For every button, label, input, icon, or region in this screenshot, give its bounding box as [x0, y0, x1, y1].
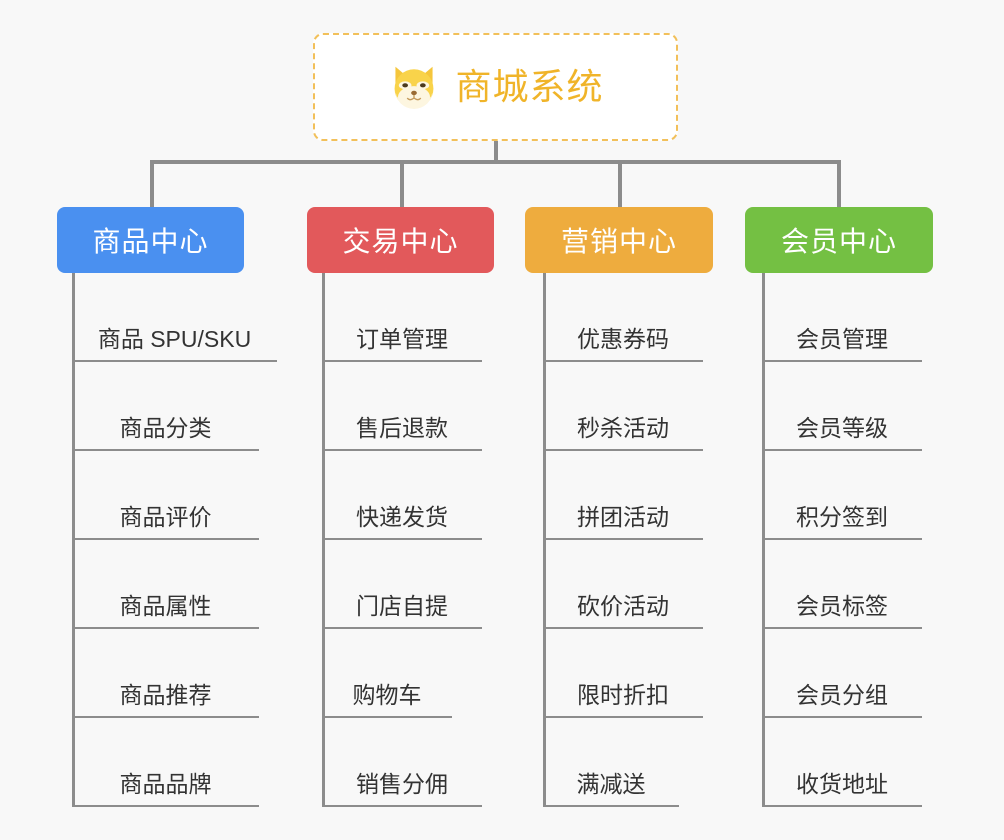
- leaf-label: 会员分组: [796, 682, 888, 709]
- connector-horizontal-bus: [150, 160, 840, 164]
- leaf-label: 商品属性: [119, 593, 212, 620]
- category-box-商品中心[interactable]: 商品中心: [57, 207, 244, 273]
- leaf-label: 优惠券码: [577, 326, 669, 353]
- leaf-label: 商品评价: [119, 504, 212, 531]
- leaf-label: 秒杀活动: [577, 415, 669, 442]
- leaf-item[interactable]: 优惠券码: [543, 273, 703, 362]
- leaf-label: 销售分佣: [356, 771, 448, 798]
- leaf-label: 商品 SPU/SKU: [97, 326, 252, 353]
- leaf-item[interactable]: 砍价活动: [543, 540, 703, 629]
- leaf-label: 购物车: [352, 682, 422, 709]
- leaf-item[interactable]: 商品品牌: [72, 718, 259, 807]
- leaf-item[interactable]: 拼团活动: [543, 451, 703, 540]
- leaf-label: 会员等级: [796, 415, 888, 442]
- root-node[interactable]: 商城系统: [313, 33, 678, 141]
- category-label: 商品中心: [92, 226, 209, 257]
- category-label: 会员中心: [780, 226, 897, 257]
- leaf-label: 快递发货: [356, 504, 448, 531]
- leaf-item[interactable]: 会员等级: [762, 362, 922, 451]
- connector-drop-3: [618, 160, 622, 207]
- leaf-item[interactable]: 秒杀活动: [543, 362, 703, 451]
- leaf-item[interactable]: 销售分佣: [322, 718, 482, 807]
- leaf-label: 商品分类: [119, 415, 212, 442]
- leaf-item[interactable]: 售后退款: [322, 362, 482, 451]
- leaf-label: 商品推荐: [119, 682, 212, 709]
- leaf-label: 门店自提: [356, 593, 448, 620]
- leaf-item[interactable]: 商品 SPU/SKU: [72, 273, 277, 362]
- leaf-item[interactable]: 商品推荐: [72, 629, 259, 718]
- leaf-item[interactable]: 快递发货: [322, 451, 482, 540]
- leaf-label: 限时折扣: [577, 682, 669, 709]
- connector-drop-2: [400, 160, 404, 207]
- connector-root-stem: [494, 141, 498, 162]
- leaf-item[interactable]: 会员管理: [762, 273, 922, 362]
- leaf-label: 订单管理: [356, 326, 448, 353]
- leaf-spine: [762, 273, 765, 807]
- leaf-label: 满减送: [576, 771, 646, 798]
- leaf-item[interactable]: 门店自提: [322, 540, 482, 629]
- leaf-item[interactable]: 购物车: [322, 629, 452, 718]
- leaf-item[interactable]: 满减送: [543, 718, 679, 807]
- root-title: 商城系统: [455, 66, 604, 107]
- leaf-label: 积分签到: [796, 504, 888, 531]
- connector-drop-1: [150, 160, 154, 207]
- leaf-label: 售后退款: [356, 415, 448, 442]
- leaf-label: 会员管理: [796, 326, 888, 353]
- leaf-item[interactable]: 会员标签: [762, 540, 922, 629]
- leaf-item[interactable]: 商品分类: [72, 362, 259, 451]
- leaf-item[interactable]: 商品属性: [72, 540, 259, 629]
- leaf-label: 会员标签: [796, 593, 888, 620]
- leaf-spine: [543, 273, 546, 807]
- category-label: 营销中心: [560, 226, 677, 257]
- category-label: 交易中心: [342, 226, 459, 257]
- leaf-spine: [72, 273, 75, 807]
- leaf-item[interactable]: 限时折扣: [543, 629, 703, 718]
- leaf-label: 商品品牌: [119, 771, 212, 798]
- category-box-会员中心[interactable]: 会员中心: [745, 207, 933, 273]
- leaf-item[interactable]: 会员分组: [762, 629, 922, 718]
- connector-drop-4: [837, 160, 841, 207]
- leaf-label: 拼团活动: [577, 504, 669, 531]
- shiba-dog-icon: [395, 66, 434, 109]
- leaf-item[interactable]: 订单管理: [322, 273, 482, 362]
- leaf-item[interactable]: 商品评价: [72, 451, 259, 540]
- leaf-label: 收货地址: [796, 771, 888, 798]
- category-box-交易中心[interactable]: 交易中心: [307, 207, 494, 273]
- leaf-label: 砍价活动: [577, 593, 669, 620]
- leaf-item[interactable]: 积分签到: [762, 451, 922, 540]
- leaf-item[interactable]: 收货地址: [762, 718, 922, 807]
- category-box-营销中心[interactable]: 营销中心: [525, 207, 713, 273]
- leaf-spine: [322, 273, 325, 807]
